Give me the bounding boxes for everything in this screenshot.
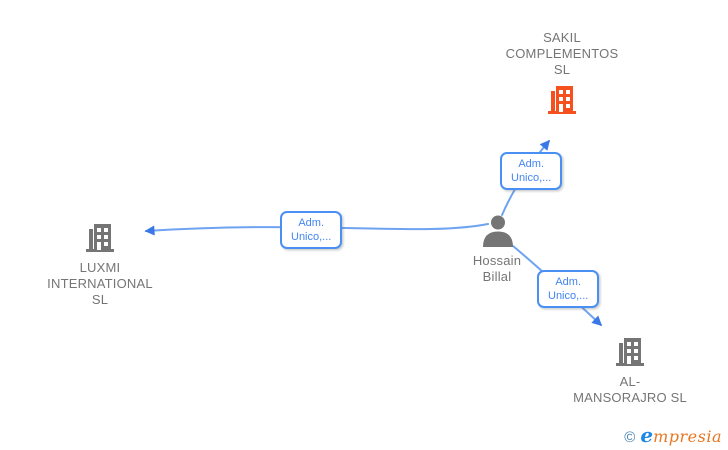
edge-role-line: Unico,... [548, 290, 589, 302]
company-name-line: MANSORAJRO SL [573, 390, 687, 405]
edge-person-to-luxmi [144, 223, 489, 236]
person-name-line: Billal [482, 269, 512, 284]
person-icon [480, 215, 514, 247]
company-name-line: AL- [619, 374, 641, 389]
edge-role-line: Adm. [298, 217, 325, 229]
person-name: Hossain Billal [417, 253, 577, 285]
company-node-sakil[interactable]: SAKIL COMPLEMENTOS SL [482, 30, 642, 116]
edge-label-role[interactable]: Adm. Unico,... [280, 211, 343, 249]
brand-initial: e [640, 423, 654, 447]
company-name-line: SAKIL [543, 30, 581, 45]
person-name-line: Hossain [472, 253, 522, 268]
building-icon [83, 222, 117, 254]
company-name: AL- MANSORAJRO SL [550, 374, 710, 406]
edge-role-line: Adm. [555, 276, 582, 288]
person-node-hossain-billal[interactable]: Hossain Billal [417, 215, 577, 285]
company-name: LUXMI INTERNATIONAL SL [20, 260, 180, 308]
edge-label-role[interactable]: Adm. Unico,... [500, 152, 563, 190]
company-name-line: SL [553, 62, 571, 77]
copyright-symbol: © [624, 429, 636, 446]
edge-role-line: Unico,... [291, 231, 332, 243]
company-name: SAKIL COMPLEMENTOS SL [482, 30, 642, 78]
company-name-line: SL [91, 292, 109, 307]
company-name-line: INTERNATIONAL [47, 276, 153, 291]
edge-label-role[interactable]: Adm. Unico,... [537, 270, 600, 308]
building-icon [613, 336, 647, 368]
edge-role-line: Adm. [518, 158, 545, 170]
edge-role-line: Unico,... [511, 172, 552, 184]
company-name-line: LUXMI [79, 260, 121, 275]
brand-text: mpresia [653, 427, 722, 446]
company-node-almansorajro[interactable]: AL- MANSORAJRO SL [550, 336, 710, 406]
company-node-luxmi[interactable]: LUXMI INTERNATIONAL SL [20, 222, 180, 308]
company-name-line: COMPLEMENTOS [505, 46, 619, 61]
building-icon [545, 84, 579, 116]
empresia-logo[interactable]: © empresia [624, 423, 722, 447]
